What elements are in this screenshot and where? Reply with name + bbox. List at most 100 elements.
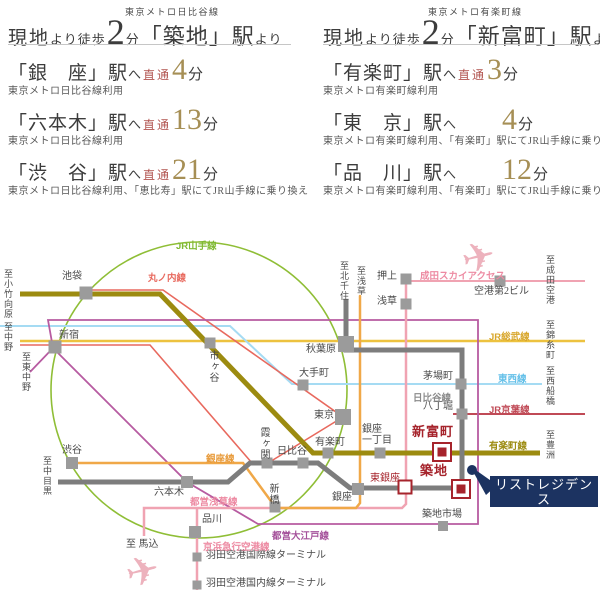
station-marker-tsukiji-shijo — [438, 521, 448, 531]
route-station: 「有楽町」駅 — [323, 63, 444, 84]
direction-magome: 至 馬込 — [126, 539, 159, 550]
station-label-ichigaya: 市ヶ谷 — [207, 350, 218, 383]
route-roppongi: 「六本木」駅 へ 直通 13 分 — [8, 105, 218, 135]
station-marker-ginza-itchome — [374, 447, 386, 459]
station-label-akihabara: 秋葉原 — [306, 344, 336, 355]
station-marker-otemachi — [297, 379, 309, 391]
route-station: 「渋 谷」駅 — [8, 163, 129, 184]
line-label-marunouchi: 丸ノ内線 — [148, 273, 187, 284]
line-label-sobu: JR総武線 — [489, 332, 530, 343]
right-rule — [323, 44, 597, 45]
route-minutes: 3 — [487, 53, 503, 86]
station-label-kasumigaseki: 霞ヶ関 — [258, 427, 269, 460]
station-label-hibiya: 日比谷 — [277, 446, 307, 457]
station-label-haneda-intl: 羽田空港国際線ターミナル — [206, 550, 326, 561]
station-marker-tokyo — [335, 409, 351, 425]
station-marker-hibiya — [297, 457, 309, 469]
route-unit: 分 — [203, 117, 219, 133]
route-note: 東京メトロ日比谷線利用 — [8, 86, 124, 97]
route-minutes: 4 — [502, 103, 518, 136]
station-label-ikebukuro: 池袋 — [62, 271, 82, 282]
left-rule — [8, 44, 291, 45]
route-station: 「品 川」駅 — [323, 163, 444, 184]
station-marker-airport2bldg — [494, 275, 506, 287]
line-label-oedo: 都営大江戸線 — [272, 531, 330, 542]
route-unit: 分 — [503, 67, 519, 83]
route-note: 東京メトロ有楽町線利用、「有楽町」駅にてJR山手線に乗り換え — [323, 136, 600, 147]
station-marker-yurakucho — [322, 447, 334, 459]
route-to: へ — [443, 167, 457, 182]
left-header-site: 現地 — [8, 28, 51, 49]
right-header-min: 2 — [421, 12, 440, 52]
line-label-yurakucho: 有楽町線 — [489, 441, 528, 452]
station-marker-roppongi — [181, 476, 193, 488]
station-marker-hatchobori — [456, 408, 468, 420]
left-header-suffix: より — [254, 32, 283, 47]
direction-higashi-nakano: 至東中野 — [21, 352, 31, 392]
station-label-tokyo: 東京 — [314, 410, 334, 421]
left-header-unit: 分 — [125, 32, 140, 47]
line-label-asakusa: 都営浅草線 — [190, 497, 238, 508]
line-label-tozai: 東西線 — [498, 374, 527, 385]
route-shinagawa: 「品 川」駅 へ 12 分 — [323, 155, 548, 185]
station-marker-shimbashi — [269, 501, 281, 513]
line-tozai — [0, 325, 542, 385]
route-direct: 直通 — [143, 118, 172, 132]
route-minutes: 21 — [172, 153, 203, 186]
station-marker-asakusa — [400, 298, 412, 310]
route-direct: 直通 — [143, 168, 172, 182]
route-note: 東京メトロ日比谷線利用 — [8, 136, 124, 147]
route-unit: 分 — [188, 67, 204, 83]
station-marker-shinagawa — [189, 526, 201, 538]
station-label-ginza-itchome: 銀座 一丁目 — [362, 424, 392, 446]
property-name-line1: リストレジデンス — [494, 477, 593, 507]
right-header-suffix: より — [593, 29, 600, 48]
station-label-tsukiji-shijo: 築地市場 — [422, 509, 462, 520]
station-label-shinagawa: 品川 — [202, 514, 222, 525]
line-label-yamanote: JR山手線 — [176, 241, 217, 252]
station-markers — [48, 273, 506, 590]
line-asakusa — [142, 279, 408, 536]
route-tokyo: 「東 京」駅 へ 4 分 — [323, 105, 533, 135]
station-label-oshiage: 押上 — [377, 271, 397, 282]
route-unit: 分 — [533, 167, 549, 183]
direction-asakusa: 至浅草 — [356, 266, 366, 296]
direction-toyosu: 至豊洲 — [545, 430, 555, 460]
right-header-site: 現地 — [323, 28, 366, 49]
route-station: 「銀 座」駅 — [8, 63, 129, 84]
station-label-shimbashi: 新橋 — [267, 483, 278, 505]
route-direct: 直通 — [458, 68, 487, 82]
route-to: へ — [443, 117, 457, 132]
route-minutes: 12 — [502, 153, 533, 186]
left-line-caption: 東京メトロ日比谷線 — [125, 7, 220, 17]
route-minutes: 4 — [172, 53, 188, 86]
station-marker-haneda-dom — [192, 580, 202, 590]
station-marker-higashi-ginza — [397, 479, 413, 495]
direction-nakano: 至中野 — [3, 322, 13, 352]
route-direct: 直通 — [143, 68, 172, 82]
left-header-walk: より徒歩 — [50, 32, 106, 47]
route-ginza: 「銀 座」駅 へ 直通 4 分 — [8, 55, 203, 85]
route-to: へ — [443, 67, 457, 82]
station-label-shinjuku: 新宿 — [59, 330, 79, 341]
line-hibiya — [58, 299, 465, 491]
line-label-keikyu: 京浜急行空港線 — [203, 542, 270, 553]
route-note: 東京メトロ有楽町線利用、「有楽町」駅にてJR山手線に乗り換え — [323, 186, 600, 197]
station-marker-ichigaya — [204, 337, 216, 349]
station-label-asakusa: 浅草 — [377, 296, 397, 307]
station-label-roppongi: 六本木 — [154, 487, 184, 498]
line-label-ginza: 銀座線 — [206, 454, 235, 465]
station-marker-shintomicho-core — [437, 447, 447, 457]
route-minutes: 13 — [172, 103, 203, 136]
station-marker-shinjuku — [48, 340, 62, 354]
line-oedo — [29, 319, 479, 525]
station-marker-tsukiji-core — [456, 484, 466, 494]
station-label-yurakucho: 有楽町 — [315, 437, 345, 448]
route-unit: 分 — [203, 167, 219, 183]
line-label-keiyo: JR京葉線 — [489, 405, 530, 416]
right-header-walk: より徒歩 — [365, 32, 421, 47]
route-yurakucho: 「有楽町」駅 へ 直通 3 分 — [323, 55, 518, 85]
route-to: へ — [128, 167, 142, 182]
